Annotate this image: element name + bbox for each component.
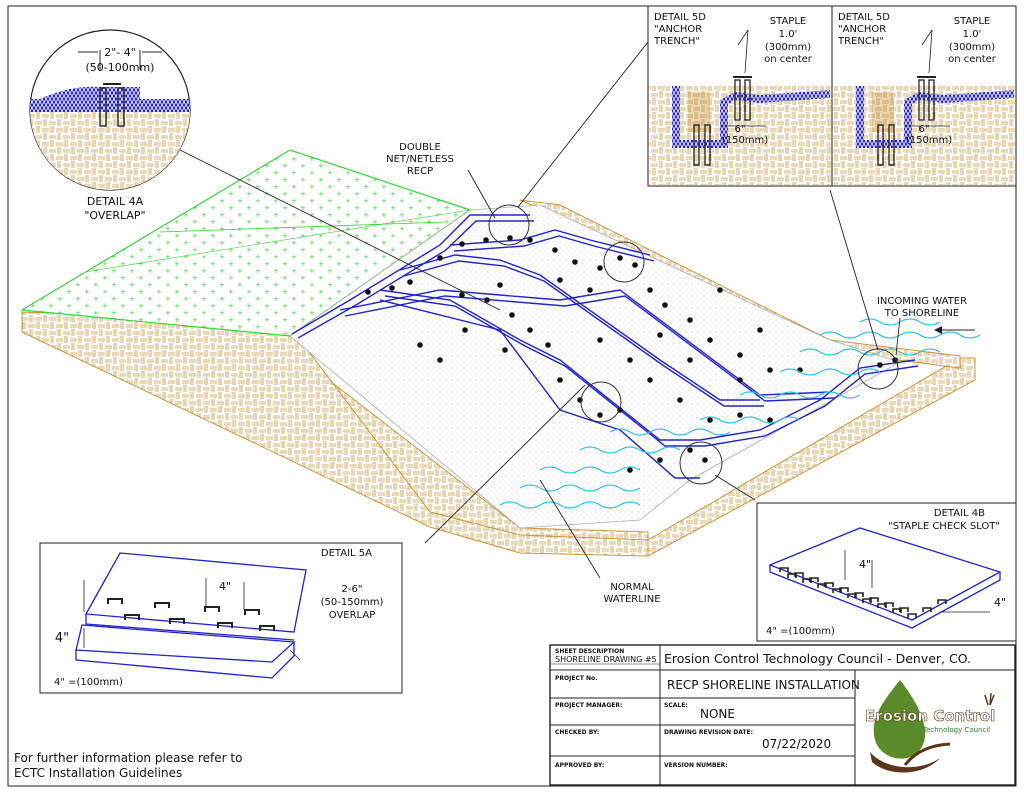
approved-label: APPROVED BY:	[555, 762, 604, 769]
sheet-desc-value: SHORELINE DRAWING #5	[555, 655, 657, 664]
detail-4a-title: DETAIL 4A	[87, 195, 144, 208]
trench-dim: 6"	[919, 124, 930, 135]
detail-5a-dim-left: 4"	[55, 631, 69, 646]
detail-5a: DETAIL 5A 4" 4" 2-6" (50-150mm) OVERLAP …	[39, 542, 403, 694]
detail-5d-title-2: "ANCHOR	[838, 24, 886, 35]
soil-right-bank	[647, 357, 976, 557]
main-slope-drawing	[20, 41, 981, 579]
arrow-icon	[934, 326, 942, 334]
title-block: SHEET DESCRIPTION SHORELINE DRAWING #5 E…	[549, 644, 1016, 786]
ectc-logo: Erosion Control Technology Council	[865, 680, 996, 773]
logo-wordmark: Erosion Control	[865, 707, 995, 725]
staple-spacing-mm: (300mm)	[765, 42, 811, 53]
detail-5d-title: DETAIL 5D	[654, 12, 706, 23]
detail-5d-panel-right: DETAIL 5D "ANCHOR TRENCH" STAPLE 1.0' (3…	[831, 5, 1017, 187]
leaf-drop-icon	[873, 680, 926, 759]
detail-4a-subtitle: "OVERLAP"	[84, 209, 145, 222]
trench-dim-mm: (150mm)	[722, 135, 768, 146]
detail-4a: 2"- 4" (50-100mm) DETAIL 4A "OVERLAP"	[29, 29, 191, 222]
trench-dim-mm: (150mm)	[906, 135, 952, 146]
staple-markers	[365, 235, 898, 473]
sheet-desc-label: SHEET DESCRIPTION	[555, 648, 624, 655]
grass-seam	[159, 221, 446, 233]
detail-5d-panel-left: DETAIL 5D "ANCHOR TRENCH" STAPLE 1.0' (3…	[647, 5, 833, 187]
org-name: Erosion Control Technology Council - Den…	[664, 651, 971, 666]
logo-subtitle: Technology Council	[922, 726, 990, 734]
waterline-label-2: WATERLINE	[603, 594, 660, 605]
detail-4b-dim: 4"	[859, 558, 871, 571]
staple-spacing: 1.0'	[779, 29, 798, 40]
double-net-label: DOUBLE	[399, 142, 441, 153]
detail-4b-title: DETAIL 4B	[934, 508, 985, 519]
project-value: RECP SHORELINE INSTALLATION	[667, 678, 860, 692]
detail-4b-note: 4" =(100mm)	[766, 626, 835, 637]
revision-value: 07/22/2020	[762, 737, 831, 751]
detail-5d-title-3: TRENCH"	[837, 36, 884, 47]
scale-value: NONE	[700, 707, 735, 721]
leader-lines	[179, 41, 901, 579]
overlap-dim: 2-6"	[342, 584, 363, 595]
detail-4a-dim-mm: (50-100mm)	[86, 61, 155, 74]
soil-swoosh-icon	[870, 752, 940, 773]
staple-on-center: on center	[948, 54, 997, 65]
detail-5a-title: DETAIL 5A	[321, 548, 372, 559]
trench-dim: 6"	[735, 124, 746, 135]
footer-note-2: ECTC Installation Guidelines	[14, 766, 182, 780]
detail-5d-title-2: "ANCHOR	[654, 24, 702, 35]
detail-4a-dim: 2"- 4"	[104, 46, 136, 59]
project-label: PROJECT No.	[555, 675, 597, 682]
incoming-water-label: INCOMING WATER	[877, 296, 967, 307]
incoming-water-label-2: TO SHORELINE	[884, 308, 959, 319]
version-label: VERSION NUMBER:	[664, 762, 728, 769]
detail-5a-note: 4" =(100mm)	[54, 677, 123, 688]
detail-4b-subtitle: "STAPLE CHECK SLOT"	[888, 521, 1000, 532]
scale-label: SCALE:	[664, 702, 688, 709]
detail-4b-dim-right: 4"	[994, 596, 1006, 609]
checked-label: CHECKED BY:	[555, 729, 599, 736]
staple-label: STAPLE	[770, 16, 806, 27]
revision-label: DRAWING REVISION DATE:	[664, 729, 753, 736]
footer-note: For further information please refer to	[14, 751, 242, 765]
water-waves	[499, 318, 981, 509]
grass-seam	[84, 209, 471, 273]
double-net-label-3: RECP	[407, 166, 433, 177]
recp-blanket-lines	[291, 214, 919, 479]
double-net-label-2: NET/NETLESS	[386, 154, 454, 165]
grass-icon	[984, 692, 995, 706]
detail-5d-title: DETAIL 5D	[838, 12, 890, 23]
waterline-label: NORMAL	[610, 582, 654, 593]
staple-spacing: 1.0'	[963, 29, 982, 40]
overlap-label: OVERLAP	[329, 610, 375, 621]
manager-label: PROJECT MANAGER:	[555, 702, 622, 709]
staple-spacing-mm: (300mm)	[949, 42, 995, 53]
staple-label: STAPLE	[954, 16, 990, 27]
detail-5d-title-3: TRENCH"	[653, 36, 700, 47]
detail-5a-dim: 4"	[219, 580, 231, 593]
staple-on-center: on center	[764, 54, 813, 65]
overlap-dim-mm: (50-150mm)	[321, 597, 384, 608]
detail-4b: DETAIL 4B "STAPLE CHECK SLOT" 4" 4" 4" =…	[756, 502, 1017, 642]
sheet-border	[7, 5, 1017, 787]
